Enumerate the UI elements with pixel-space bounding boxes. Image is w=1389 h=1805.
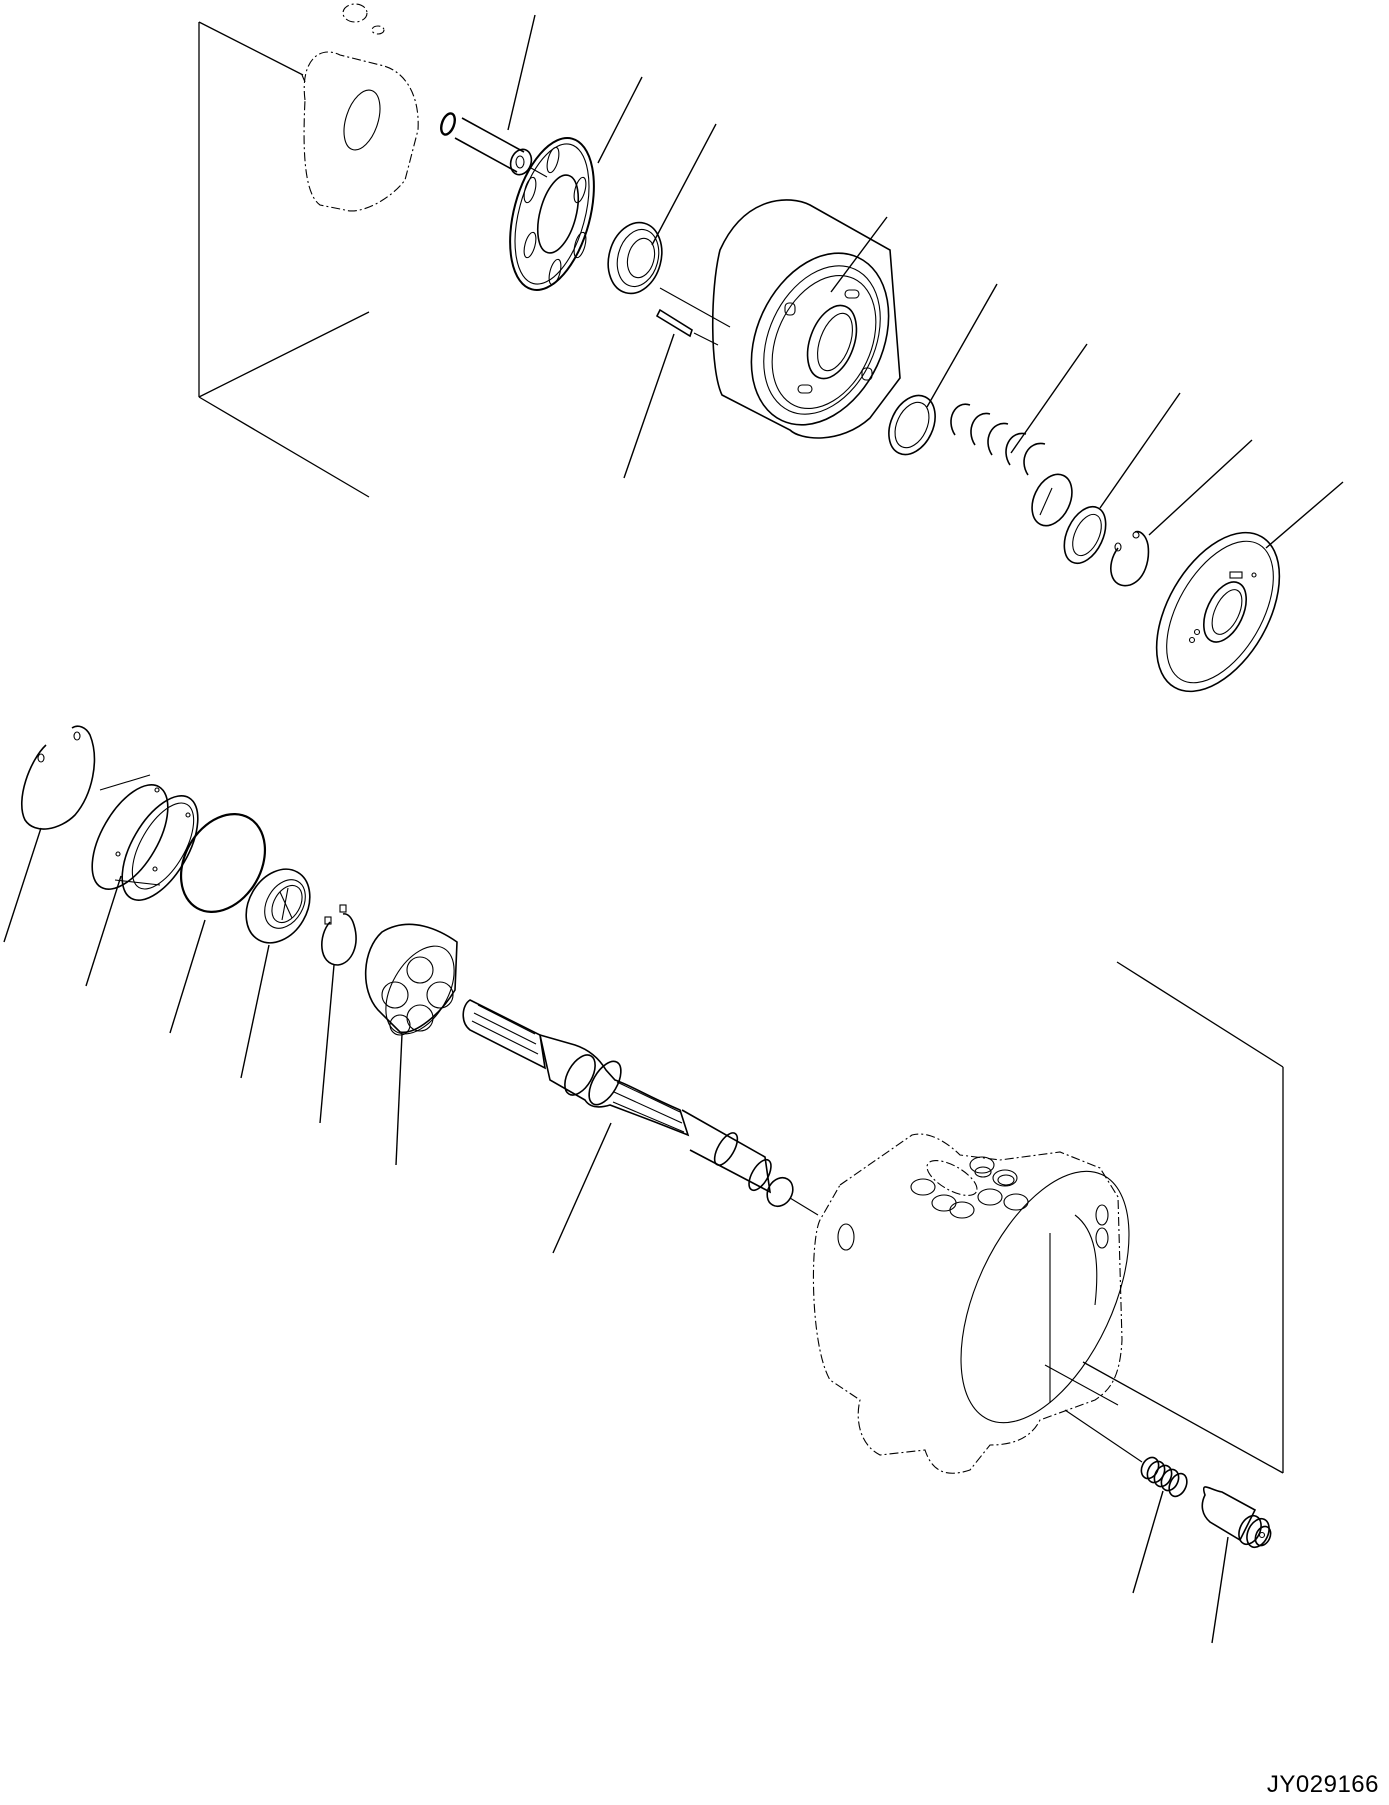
oil-seal-bearing <box>245 868 311 944</box>
snap-ring-small <box>321 904 357 966</box>
ball-bearing <box>364 923 458 1036</box>
retaining-ring <box>21 725 96 830</box>
seat-washer <box>888 394 936 456</box>
seat-ring <box>1063 505 1107 565</box>
piston-shoe <box>440 112 548 178</box>
leader-line <box>1148 439 1253 536</box>
leader-line <box>85 875 122 987</box>
case-cover-phantom <box>301 3 419 212</box>
upper-reference-frame <box>198 21 370 498</box>
valve-plate <box>1155 531 1281 693</box>
leader-line <box>830 216 888 293</box>
o-ring <box>179 813 267 913</box>
leader-line <box>1265 481 1344 549</box>
leader-line <box>395 1033 403 1166</box>
leader-line <box>597 76 643 164</box>
leader-line <box>552 1122 612 1254</box>
leader-line <box>1099 392 1181 509</box>
leader-line <box>623 333 675 479</box>
leader-line <box>507 14 536 131</box>
plug-spring <box>1140 1456 1188 1498</box>
lower-reference-frame <box>1064 961 1284 1474</box>
leader-line <box>926 283 998 408</box>
leader-line <box>1132 1490 1164 1594</box>
leader-line <box>319 964 335 1124</box>
retainer-plate <box>509 137 595 291</box>
spring <box>950 403 1073 527</box>
leader-line <box>169 919 206 1034</box>
leader-lines <box>3 14 1344 1644</box>
leader-line <box>1010 343 1088 454</box>
drawing-id-label: JY029166 <box>1266 1771 1379 1798</box>
plug <box>1201 1486 1272 1549</box>
leader-line <box>3 827 42 943</box>
leader-line <box>240 944 270 1079</box>
spherical-bushing <box>607 221 731 328</box>
leader-line <box>651 123 717 246</box>
cylinder-block <box>711 199 901 439</box>
leader-line <box>1211 1536 1229 1644</box>
drive-shaft <box>462 999 819 1216</box>
pin <box>655 308 719 346</box>
seal-carrier <box>91 774 199 901</box>
pump-housing-phantom <box>812 1133 1130 1474</box>
snap-ring <box>1110 530 1150 587</box>
